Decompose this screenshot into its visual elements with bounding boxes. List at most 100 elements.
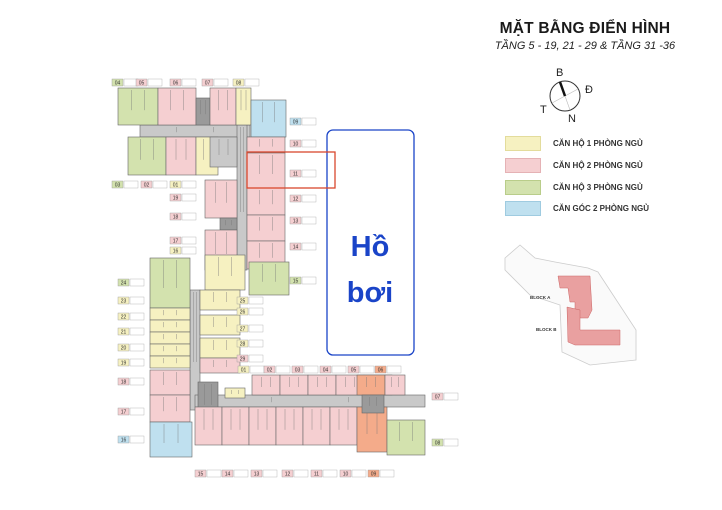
unit-number: 12	[285, 472, 291, 478]
unit-area-box	[129, 435, 145, 444]
unit-tag: 29	[236, 354, 264, 363]
unit	[221, 406, 250, 446]
unit-area-box	[248, 296, 264, 305]
unit-area-box	[293, 469, 309, 478]
unit-number: 15	[198, 472, 204, 478]
unit-tag: 12	[289, 194, 317, 203]
unit-area-box	[152, 180, 168, 189]
unit-number: 08	[435, 441, 441, 447]
unit-tag: 13	[289, 216, 317, 225]
unit	[248, 406, 277, 446]
unit-number: 17	[173, 239, 179, 245]
unit-number: 23	[121, 299, 127, 305]
compass-west: T	[540, 104, 547, 116]
unit-area-box	[248, 324, 264, 333]
unit-area-box	[275, 365, 291, 374]
unit-area-box	[129, 327, 145, 336]
unit-number: 26	[240, 310, 246, 316]
block-b-label: BLOCK B	[536, 327, 557, 332]
unit-area-box	[129, 377, 145, 386]
unit-tag: 03	[111, 180, 139, 189]
legend-item-3br: CĂN HỘ 3 PHÒNG NGỦ	[505, 179, 643, 195]
unit	[199, 337, 241, 359]
unit-number: 11	[314, 472, 319, 478]
unit-number: 03	[295, 368, 301, 374]
plan-subtitle: TẦNG 5 - 19, 21 - 29 & TẦNG 31 -36	[494, 40, 676, 52]
unit-area-box	[262, 469, 278, 478]
unit-number: 12	[293, 197, 299, 203]
unit-area-box	[244, 78, 260, 87]
unit-number: 01	[241, 368, 247, 374]
highlighted-unit-frame	[246, 151, 336, 189]
unit-area-box	[301, 169, 317, 178]
unit-area-box	[147, 78, 163, 87]
unit	[209, 87, 237, 126]
corridor	[236, 124, 248, 271]
unit-area-box	[181, 193, 197, 202]
legend-swatch	[505, 157, 541, 173]
unit-tag: 10	[339, 469, 367, 478]
unit-area-box	[129, 358, 145, 367]
unit-tag: 25	[236, 296, 264, 305]
site-block-b	[566, 306, 621, 346]
unit-area-box	[301, 216, 317, 225]
unit	[149, 343, 191, 357]
unit	[248, 261, 290, 296]
unit	[149, 331, 191, 345]
unit	[302, 406, 331, 446]
legend-label: CĂN GÓC 2 PHÒNG NGỦ	[553, 203, 650, 213]
unit	[246, 136, 286, 154]
unit-area-box	[301, 117, 317, 126]
unit-number: 04	[323, 368, 329, 374]
pool: Hồ bơi	[326, 129, 415, 356]
unit-number: 07	[205, 81, 211, 87]
unit-tag: 15	[289, 276, 317, 285]
unit-number: 27	[240, 327, 246, 333]
compass-needle	[558, 81, 567, 97]
unit-number: 08	[236, 81, 242, 87]
unit-number: 10	[293, 142, 299, 148]
unit-number: 17	[121, 410, 127, 416]
unit-tag: 02	[263, 365, 291, 374]
unit-number: 13	[254, 472, 260, 478]
unit-number: 21	[121, 330, 127, 336]
unit-area-box	[206, 469, 222, 478]
unit-number: 15	[293, 279, 299, 285]
unit-tag: 03	[291, 365, 319, 374]
building-floor-plate	[117, 87, 426, 458]
unit-tag: 05	[135, 78, 163, 87]
unit-area-box	[123, 180, 139, 189]
unit	[279, 374, 309, 396]
unit-area-box	[129, 278, 145, 287]
unit-area-box	[129, 312, 145, 321]
unit	[246, 214, 286, 242]
unit-tag: 14	[289, 242, 317, 251]
unit-area-box	[248, 339, 264, 348]
unit-area-box	[443, 392, 459, 401]
unit	[204, 179, 238, 219]
legend-swatch	[505, 135, 541, 151]
unit-area-box	[181, 246, 197, 255]
unit-number: 20	[121, 346, 127, 352]
unit	[307, 374, 337, 396]
unit	[149, 319, 191, 333]
unit-area-box	[181, 180, 197, 189]
unit	[224, 387, 246, 399]
unit	[149, 394, 191, 423]
unit-area-box	[359, 365, 375, 374]
unit-number: 09	[293, 120, 299, 126]
unit	[246, 152, 286, 189]
unit-number: 25	[240, 299, 246, 305]
unit-number: 07	[435, 395, 441, 401]
unit-area-box	[379, 469, 395, 478]
unit-number: 09	[371, 472, 377, 478]
unit-number: 22	[121, 315, 127, 321]
unit-number: 02	[144, 183, 150, 189]
unit-area-box	[181, 212, 197, 221]
unit-number: 16	[173, 249, 179, 255]
site-plan: BLOCK A BLOCK B	[504, 244, 637, 366]
unit-number: 18	[121, 380, 127, 386]
unit-area-box	[331, 365, 347, 374]
unit-area-box	[322, 469, 338, 478]
unit-number: 02	[267, 368, 273, 374]
